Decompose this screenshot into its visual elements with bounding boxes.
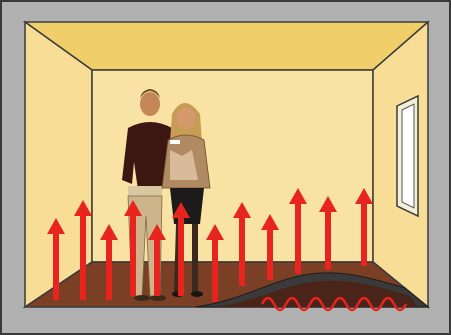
window [397, 96, 418, 216]
ceiling [25, 22, 428, 70]
